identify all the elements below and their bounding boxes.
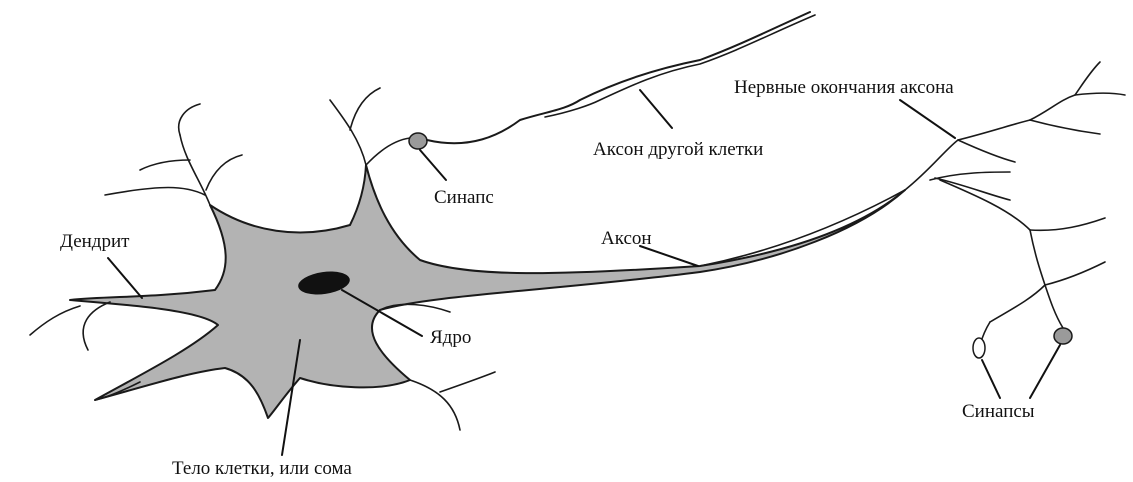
label-nerve-endings: Нервные окончания аксона [734,78,954,97]
nerve-ending [940,180,1030,230]
nerve-ending [958,120,1030,140]
dendrite-branch [350,88,380,130]
synapse-upper [409,133,427,149]
dendrite-branch [440,372,495,392]
synapse-lower-right [1054,328,1072,344]
axon-terminal-branch [1045,262,1105,285]
label-dendrite: Дендрит [60,232,129,251]
dendrite-branch [140,160,190,170]
dendrite-branch [83,302,110,350]
leader-synapses-right [1030,345,1060,398]
nerve-ending [1075,62,1100,95]
nerve-ending [1030,218,1105,230]
leader-synapses-left [982,360,1000,398]
label-axon: Аксон [601,229,652,248]
dendrite-branch [105,188,205,196]
leader-nerve-endings [900,100,955,138]
leader-synapse [420,150,446,180]
axon-terminal-branch [1045,285,1063,328]
label-synapse: Синапс [434,188,494,207]
dendrite-branch [30,306,80,335]
label-nucleus: Ядро [430,328,471,347]
axon-other-cell-outline [545,15,815,117]
axon-terminal-branch [1030,230,1045,285]
nerve-ending [935,178,1010,200]
synapse-lower-left [973,338,985,358]
leader-axon [640,246,698,266]
axon-terminal-branch [990,285,1045,322]
axon-outline [700,190,905,266]
nerve-ending [1030,120,1100,134]
leader-axon-other-cell [640,90,672,128]
label-axon-other-cell: Аксон другой клетки [593,140,763,159]
dendrite-branch [179,104,200,135]
dendrite-branch [330,100,366,165]
nerve-ending [958,140,1015,162]
dendrite-branch [366,138,410,165]
label-cell-body: Тело клетки, или сома [172,459,352,478]
nerve-ending [1030,95,1075,120]
leader-dendrite [108,258,142,298]
nerve-ending [1075,93,1125,95]
dendrite-branch [206,155,242,190]
label-synapses: Синапсы [962,402,1035,421]
nerve-ending [930,172,1010,180]
